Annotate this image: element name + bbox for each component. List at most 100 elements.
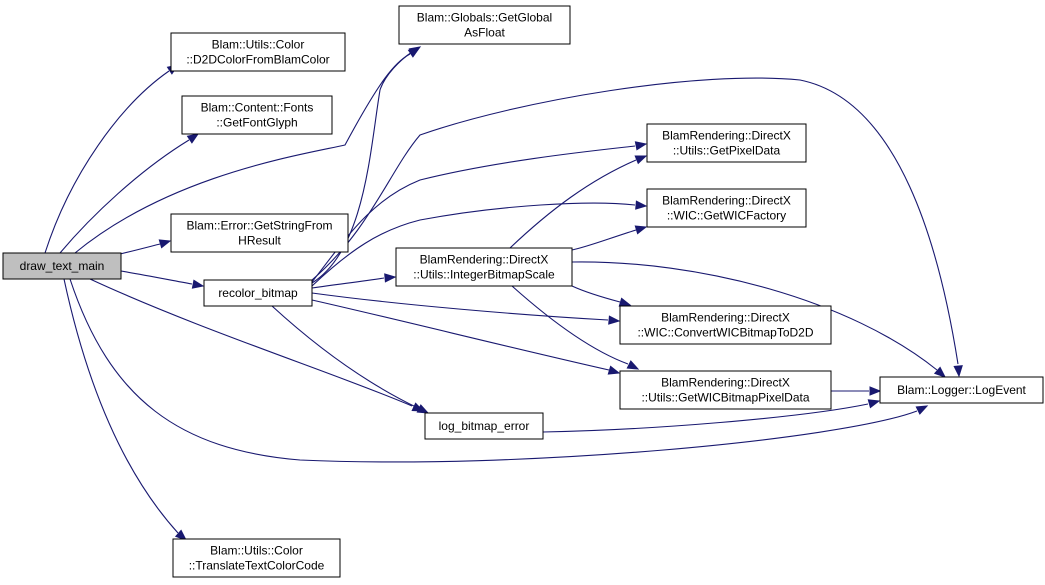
edge-arrowhead xyxy=(933,366,947,378)
edge-line xyxy=(542,403,869,433)
node-label: HResult xyxy=(238,234,281,248)
node-logger[interactable]: Blam::Logger::LogEvent xyxy=(879,376,1044,404)
node-box xyxy=(646,188,807,228)
node-label: ::WIC::ConvertWICBitmapToD2D xyxy=(637,326,813,340)
node-label: Blam::Globals::GetGlobal xyxy=(417,11,552,25)
edge-arrowhead xyxy=(186,133,200,144)
node-label: BlamRendering::DirectX xyxy=(662,194,791,208)
edge-line xyxy=(311,277,385,289)
node-recolor-bitmap[interactable]: recolor_bitmap xyxy=(203,279,313,307)
edge-draw_text_main-to-font_glyph xyxy=(59,133,200,254)
nodes-layer: draw_text_mainBlam::Utils::Color::D2DCol… xyxy=(2,5,1044,578)
edge-line xyxy=(271,305,419,409)
node-label: BlamRendering::DirectX xyxy=(662,129,791,143)
edge-arrowhead xyxy=(158,239,172,249)
node-box xyxy=(646,123,807,163)
edge-arrowhead xyxy=(191,279,205,289)
node-label: ::TranslateTextColorCode xyxy=(189,559,325,573)
node-font-glyph[interactable]: Blam::Content::Fonts::GetFontGlyph xyxy=(181,95,333,135)
edge-recolor_bitmap-to-convert_wic xyxy=(311,292,621,325)
edge-line xyxy=(571,261,938,371)
edge-wic_pixel_data-to-logger xyxy=(831,386,882,396)
edge-integer_scale-to-logger xyxy=(571,261,947,378)
node-label: BlamRendering::DirectX xyxy=(661,311,790,325)
node-label: AsFloat xyxy=(464,26,505,40)
node-box xyxy=(395,247,573,287)
node-translate-color[interactable]: Blam::Utils::Color::TranslateTextColorCo… xyxy=(172,538,341,578)
node-box xyxy=(203,279,313,307)
node-get-pixel-data[interactable]: BlamRendering::DirectX::Utils::GetPixelD… xyxy=(646,123,807,163)
edge-line xyxy=(120,270,193,285)
node-label: Blam::Content::Fonts xyxy=(201,101,314,115)
node-label: BlamRendering::DirectX xyxy=(661,376,790,390)
node-label: Blam::Error::GetStringFrom xyxy=(186,219,332,233)
node-label: log_bitmap_error xyxy=(439,419,530,433)
node-box xyxy=(619,305,832,345)
node-draw-text-main[interactable]: draw_text_main xyxy=(2,252,122,280)
node-box xyxy=(170,213,349,253)
node-d2d-color[interactable]: Blam::Utils::Color::D2DColorFromBlamColo… xyxy=(170,32,346,72)
node-box xyxy=(619,370,832,410)
edge-recolor_bitmap-to-wic_factory xyxy=(311,200,648,287)
edge-arrowhead xyxy=(608,315,621,325)
node-wic-pixel-data[interactable]: BlamRendering::DirectX::Utils::GetWICBit… xyxy=(619,370,832,410)
edge-arrowhead xyxy=(634,141,648,151)
edge-line xyxy=(511,285,629,365)
node-label: ::GetFontGlyph xyxy=(216,116,297,130)
edge-line xyxy=(571,229,637,251)
node-box xyxy=(879,376,1044,404)
edge-line xyxy=(311,77,959,365)
edge-arrowhead xyxy=(174,529,188,541)
edge-draw_text_main-to-translate_color xyxy=(63,278,188,541)
node-box xyxy=(2,252,122,280)
node-label: ::WIC::GetWICFactory xyxy=(667,209,786,223)
edge-integer_scale-to-wic_factory xyxy=(571,225,648,251)
node-label: Blam::Utils::Color xyxy=(212,38,305,52)
edge-line xyxy=(89,278,413,407)
node-convert-wic[interactable]: BlamRendering::DirectX::WIC::ConvertWICB… xyxy=(619,305,832,345)
node-label: Blam::Logger::LogEvent xyxy=(897,383,1026,397)
edge-line xyxy=(119,243,161,255)
edge-recolor_bitmap-to-logger xyxy=(311,77,963,378)
edge-arrowhead xyxy=(607,365,621,375)
edge-draw_text_main-to-logger xyxy=(69,278,929,463)
node-label: Blam::Utils::Color xyxy=(210,544,303,558)
edge-arrowhead xyxy=(626,360,640,370)
edge-recolor_bitmap-to-integer_scale xyxy=(311,273,397,289)
node-log-bitmap-error[interactable]: log_bitmap_error xyxy=(424,412,544,440)
node-label: ::Utils::GetWICBitmapPixelData xyxy=(641,391,809,405)
node-label: ::Utils::GetPixelData xyxy=(673,144,781,158)
edge-arrowhead xyxy=(634,225,648,235)
node-label: BlamRendering::DirectX xyxy=(420,253,549,267)
node-label: draw_text_main xyxy=(20,259,105,273)
edge-arrowhead xyxy=(635,200,648,210)
edge-draw_text_main-to-error_str xyxy=(119,239,172,255)
edge-line xyxy=(311,299,610,371)
edges-layer xyxy=(44,46,963,541)
node-integer-scale[interactable]: BlamRendering::DirectX::Utils::IntegerBi… xyxy=(395,247,573,287)
node-box xyxy=(424,412,544,440)
edge-arrowhead xyxy=(953,365,963,378)
edge-line xyxy=(571,285,621,303)
edge-arrowhead xyxy=(869,386,882,396)
node-label: ::D2DColorFromBlamColor xyxy=(186,53,329,67)
edge-recolor_bitmap-to-wic_pixel_data xyxy=(311,299,621,375)
edge-arrowhead xyxy=(408,46,422,57)
edge-line xyxy=(69,278,918,463)
node-label: ::Utils::IntegerBitmapScale xyxy=(413,268,555,282)
edge-arrowhead xyxy=(416,404,430,414)
edge-line xyxy=(59,139,190,254)
node-wic-factory[interactable]: BlamRendering::DirectX::WIC::GetWICFacto… xyxy=(646,188,807,228)
edge-draw_text_main-to-d2d_color xyxy=(44,64,180,254)
edge-line xyxy=(509,159,637,249)
node-box xyxy=(170,32,346,72)
edge-integer_scale-to-get_pixel_data xyxy=(509,155,648,249)
node-box xyxy=(181,95,333,135)
edge-draw_text_main-to-recolor_bitmap xyxy=(120,270,205,289)
edge-arrowhead xyxy=(384,273,397,283)
edge-integer_scale-to-convert_wic xyxy=(571,285,632,307)
edge-line xyxy=(44,70,170,254)
